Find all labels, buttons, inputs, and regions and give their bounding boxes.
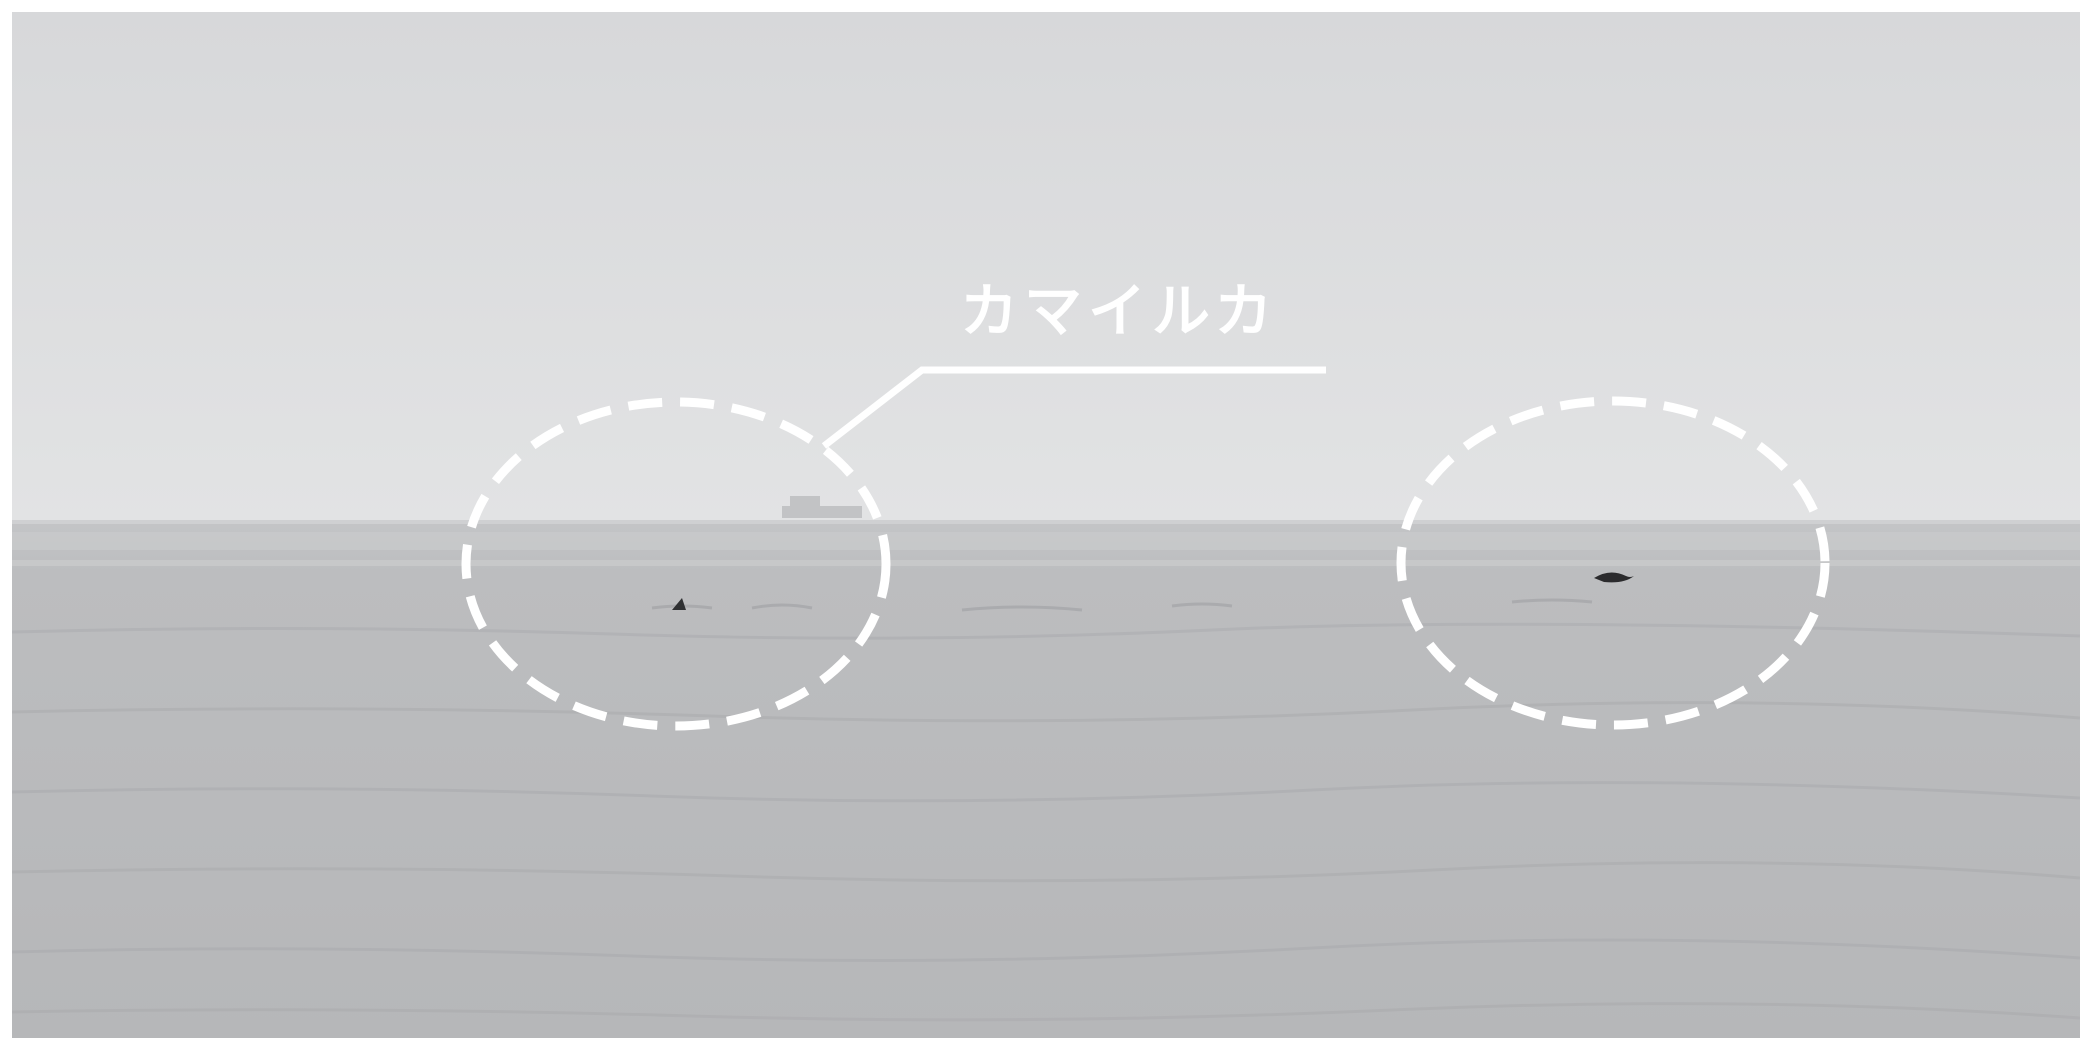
dolphin-body [1594, 572, 1634, 583]
annotation-circle-right [1396, 396, 1830, 730]
light-streak [12, 560, 2080, 566]
sea [12, 520, 2080, 1038]
dolphin-fin [672, 598, 686, 610]
horizon-haze [12, 532, 2080, 550]
annotation-leader-line [821, 366, 1326, 449]
sky [12, 12, 2080, 522]
horizon-line [12, 520, 2080, 524]
sea-photo [12, 12, 2080, 1038]
distant-ship [782, 496, 862, 518]
photo-canvas [12, 12, 2080, 1038]
annotation-label: カマイルカ [960, 277, 1279, 345]
wave-texture [12, 622, 2080, 1022]
annotation-circle-left [461, 397, 891, 731]
